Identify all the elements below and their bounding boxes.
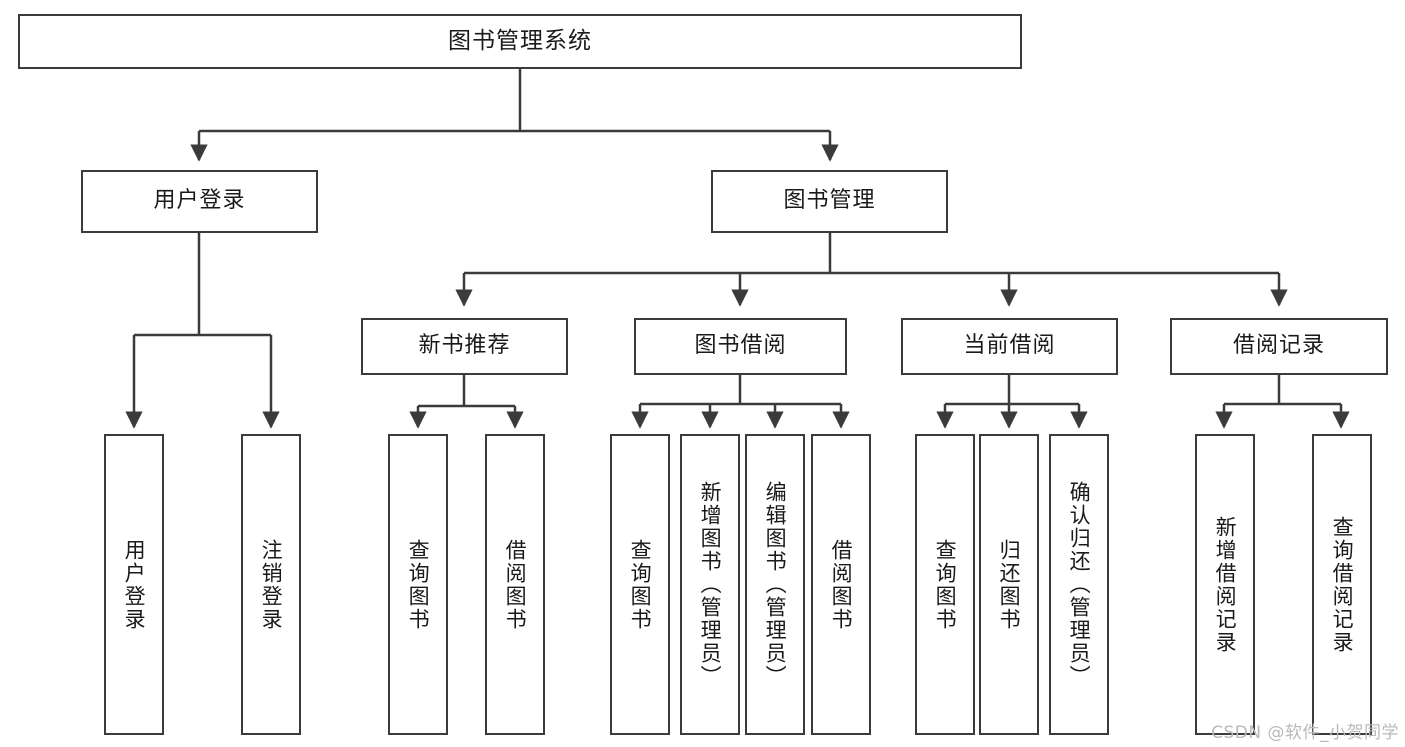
node-root[interactable]: 图书管理系统 [18, 14, 1022, 69]
leaf-confirm-return-label: 确认归还（管理员） [1067, 481, 1092, 688]
leaf-add-record-label: 新增借阅记录 [1213, 515, 1238, 654]
node-book-borrow[interactable]: 图书借阅 [634, 318, 847, 375]
node-user-login-label: 用户登录 [153, 188, 246, 214]
node-new-book-recommend-label: 新书推荐 [418, 333, 511, 359]
leaf-query-book-2-label: 查询图书 [628, 538, 653, 631]
node-borrow-record-label: 借阅记录 [1232, 333, 1325, 359]
node-current-borrow-label: 当前借阅 [963, 333, 1056, 359]
leaf-return-book[interactable]: 归还图书 [979, 434, 1039, 735]
leaf-borrow-book-1-label: 借阅图书 [503, 538, 528, 631]
leaf-borrow-book-1[interactable]: 借阅图书 [485, 434, 545, 735]
leaf-query-book-1[interactable]: 查询图书 [388, 434, 448, 735]
node-book-borrow-label: 图书借阅 [694, 333, 787, 359]
leaf-edit-book-label: 编辑图书（管理员） [763, 481, 788, 688]
watermark: CSDN @软件_小贺同学 [1211, 723, 1399, 743]
leaf-user-login[interactable]: 用户登录 [104, 434, 164, 735]
leaf-query-book-3[interactable]: 查询图书 [915, 434, 975, 735]
leaf-user-login-label: 用户登录 [122, 538, 147, 631]
leaf-return-book-label: 归还图书 [997, 538, 1022, 631]
leaf-borrow-book-2-label: 借阅图书 [829, 538, 854, 631]
node-current-borrow[interactable]: 当前借阅 [901, 318, 1118, 375]
leaf-query-book-1-label: 查询图书 [406, 538, 431, 631]
node-new-book-recommend[interactable]: 新书推荐 [361, 318, 568, 375]
node-root-label: 图书管理系统 [448, 27, 592, 54]
leaf-borrow-book-2[interactable]: 借阅图书 [811, 434, 871, 735]
leaf-confirm-return[interactable]: 确认归还（管理员） [1049, 434, 1109, 735]
leaf-add-record[interactable]: 新增借阅记录 [1195, 434, 1255, 735]
leaf-edit-book[interactable]: 编辑图书（管理员） [745, 434, 805, 735]
leaf-add-book-label: 新增图书（管理员） [698, 481, 723, 688]
leaf-query-book-3-label: 查询图书 [933, 538, 958, 631]
leaf-query-book-2[interactable]: 查询图书 [610, 434, 670, 735]
leaf-logout-login[interactable]: 注销登录 [241, 434, 301, 735]
leaf-query-record-label: 查询借阅记录 [1330, 515, 1355, 654]
node-borrow-record[interactable]: 借阅记录 [1170, 318, 1388, 375]
leaf-query-record[interactable]: 查询借阅记录 [1312, 434, 1372, 735]
leaf-add-book[interactable]: 新增图书（管理员） [680, 434, 740, 735]
leaf-logout-login-label: 注销登录 [259, 538, 284, 631]
node-user-login[interactable]: 用户登录 [81, 170, 318, 233]
node-book-manage-label: 图书管理 [783, 188, 876, 214]
node-book-manage[interactable]: 图书管理 [711, 170, 948, 233]
